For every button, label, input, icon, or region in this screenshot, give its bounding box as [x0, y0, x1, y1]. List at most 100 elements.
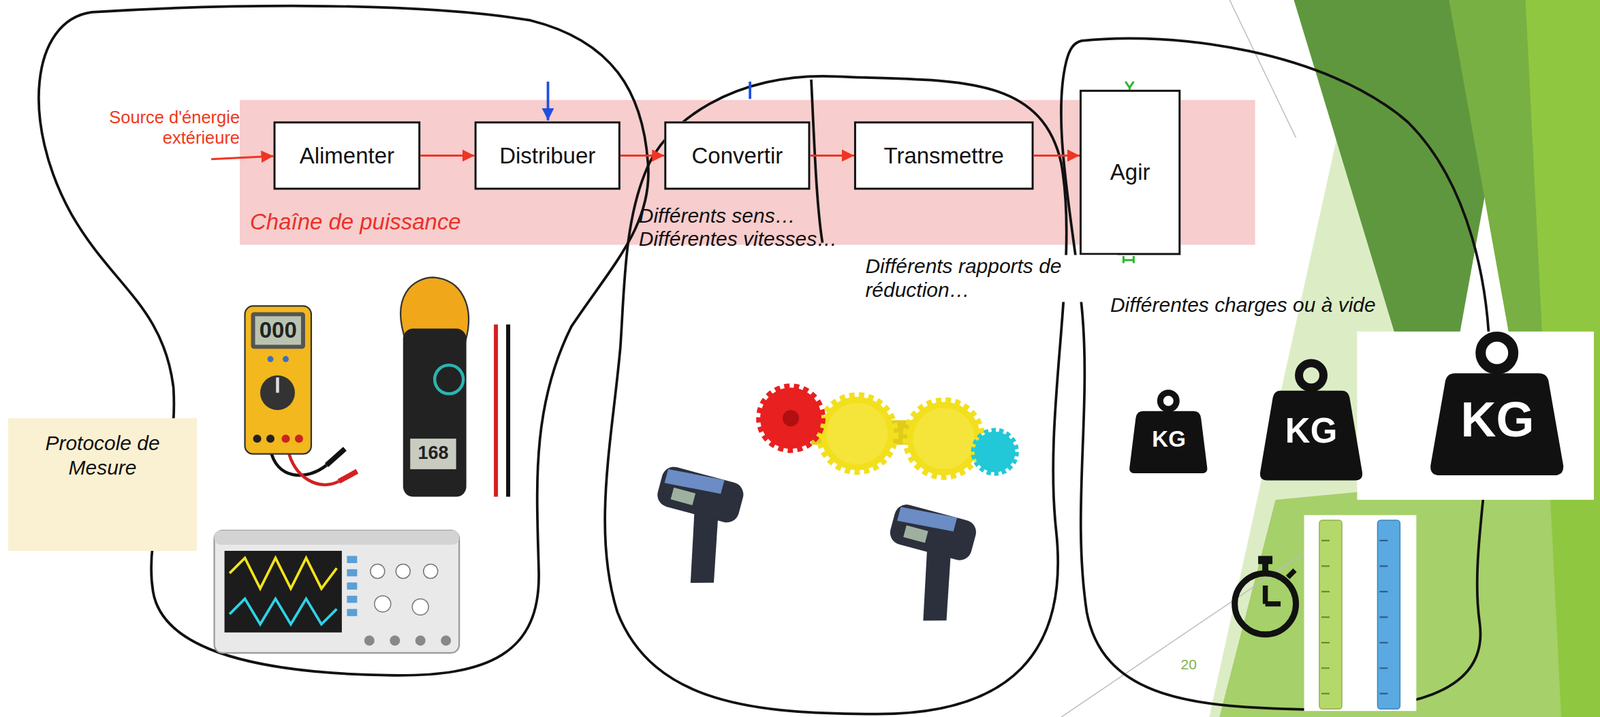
box-label: Transmettre — [884, 142, 1005, 169]
rulers — [1377, 520, 1400, 710]
flow-arrow — [809, 154, 854, 157]
annotation: Différents rapports de réduction… — [863, 255, 1118, 303]
multimeter — [245, 305, 312, 454]
gear-train — [974, 431, 1016, 473]
function-box: Agir — [1079, 89, 1181, 256]
weight-icon — [1480, 336, 1514, 370]
weight-icon — [1159, 393, 1177, 410]
multimeter — [275, 377, 279, 393]
tachometer — [654, 464, 746, 526]
oscilloscope — [346, 595, 357, 603]
note-box: Protocole de Mesure — [8, 418, 197, 552]
grouping-outline — [811, 79, 823, 244]
multimeter — [267, 356, 274, 363]
flow-arrow — [420, 154, 475, 157]
energy-input-arrow — [211, 155, 274, 159]
oscilloscope — [364, 635, 375, 646]
weight-icon — [1260, 390, 1363, 481]
gear-train — [760, 387, 1016, 476]
oscilloscope — [346, 555, 357, 563]
oscilloscope — [423, 563, 438, 579]
source-label: Source d'énergie extérieure — [84, 108, 240, 149]
flow-arrow — [620, 154, 665, 157]
oscilloscope — [224, 551, 342, 633]
multimeter — [251, 311, 306, 349]
tachometer — [670, 487, 696, 506]
weight-mark: KG — [1129, 426, 1208, 453]
gear-train — [782, 410, 799, 427]
oscilloscope — [214, 530, 460, 654]
command-tick — [748, 81, 752, 99]
stopwatch-icon — [1234, 555, 1297, 635]
function-box: Convertir — [664, 121, 810, 190]
command-arrow — [546, 81, 550, 121]
rulers — [1304, 515, 1417, 712]
weight-mark: KG — [1430, 391, 1564, 449]
grouping-outline — [38, 6, 649, 676]
tachometer — [869, 502, 979, 629]
flow-arrow — [1033, 154, 1080, 157]
rulers — [1321, 540, 1330, 695]
weight-icon — [1260, 363, 1363, 481]
weight-mark: KG — [1260, 411, 1363, 452]
weight-icon — [1298, 363, 1324, 388]
note-text: Protocole de Mesure — [18, 430, 187, 480]
oscilloscope — [346, 569, 357, 577]
oscilloscope — [229, 598, 337, 624]
oscilloscope — [229, 557, 337, 589]
stopwatch-icon — [1262, 563, 1269, 572]
oscilloscope — [412, 598, 429, 616]
box-label: Alimenter — [299, 142, 395, 169]
clamp-meter — [400, 277, 509, 497]
tachometer — [887, 502, 979, 564]
stopwatch-icon — [1262, 585, 1268, 605]
oscilloscope — [214, 530, 460, 545]
multimeter — [260, 375, 295, 411]
grouping-outline — [604, 76, 1067, 715]
box-label: Convertir — [692, 142, 784, 169]
image-ground — [1356, 331, 1594, 500]
rulers — [1379, 540, 1388, 695]
multimeter — [338, 471, 357, 482]
oscilloscope — [395, 563, 411, 579]
box-label: Distribuer — [499, 142, 596, 169]
sensor-mark — [1123, 256, 1134, 263]
gear-train — [820, 397, 894, 471]
clamp-meter — [493, 324, 498, 497]
tachometer — [637, 464, 747, 591]
annotation: Différentes charges ou à vide — [1110, 293, 1376, 317]
rulers — [1304, 515, 1417, 712]
gear-train — [760, 387, 822, 449]
oscilloscope — [440, 635, 451, 646]
oscilloscope — [374, 595, 391, 613]
oscilloscope — [346, 582, 357, 590]
rulers — [1319, 520, 1342, 710]
multimeter — [282, 356, 289, 363]
multimeter — [266, 434, 275, 443]
clamp-meter — [410, 438, 456, 470]
grouping-outline — [38, 6, 1491, 715]
multimeter — [253, 434, 262, 443]
stopwatch-icon — [1258, 555, 1273, 564]
green-decoration — [1219, 469, 1600, 717]
gear-train — [826, 403, 888, 465]
stopwatch-icon — [1288, 570, 1295, 577]
clamp-meter — [403, 328, 467, 497]
gear-train — [907, 401, 981, 476]
multimeter — [255, 316, 302, 345]
stopwatch-icon — [1234, 573, 1297, 635]
stopwatch-icon — [1265, 601, 1281, 607]
clamp-meter — [506, 324, 511, 497]
multimeter — [245, 305, 358, 485]
multimeter — [294, 434, 304, 443]
multimeter — [326, 448, 345, 466]
oscilloscope — [389, 635, 400, 646]
green-decoration — [1061, 530, 1337, 717]
oscilloscope — [346, 608, 357, 616]
clamp-meter — [434, 365, 464, 394]
green-decoration — [1061, 0, 1600, 717]
display-digits: 000 — [255, 317, 302, 344]
gear-train — [913, 408, 975, 470]
tachometer — [903, 525, 928, 543]
annotation: Différents sens… Différentes vitesses… — [638, 204, 889, 252]
